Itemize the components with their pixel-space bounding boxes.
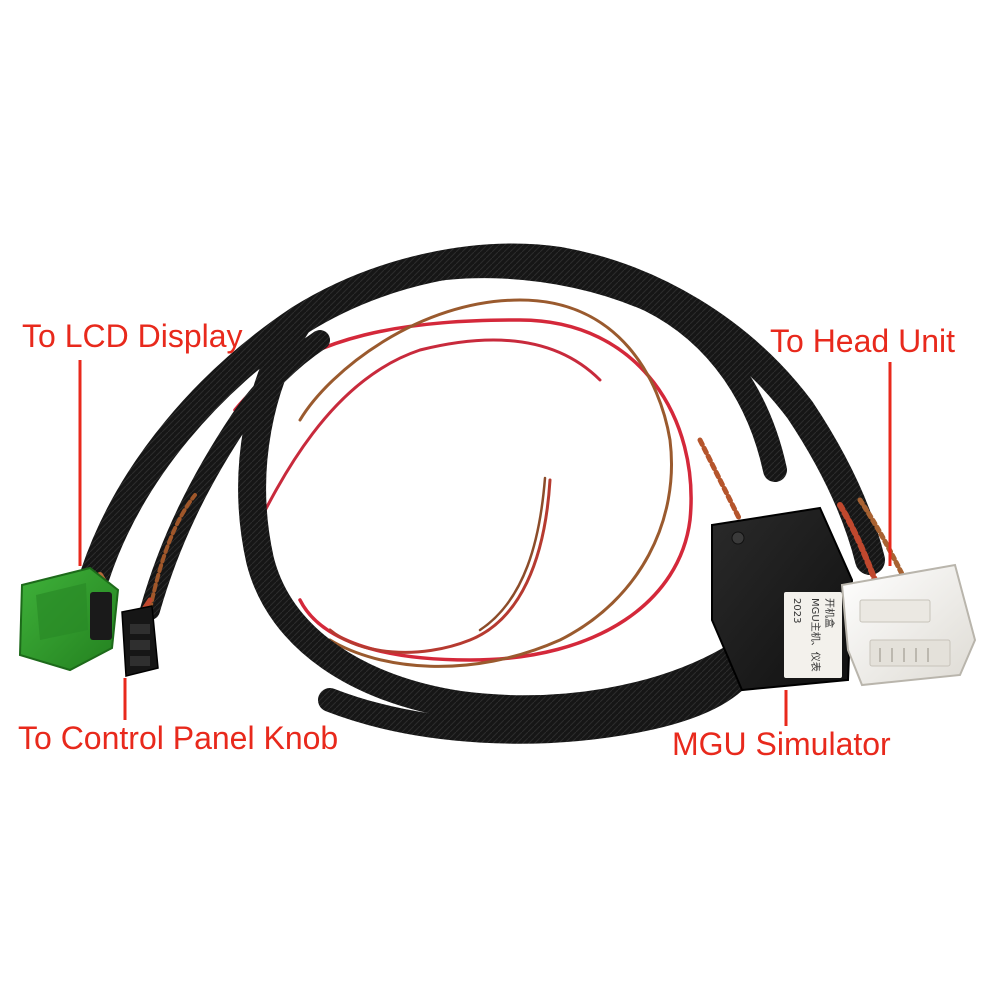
mgu-simulator-module: 开机盒 MGU主机、仪表 2023 xyxy=(711,506,854,692)
head-unit-connector xyxy=(840,563,977,687)
sticker-line-1: 开机盒 xyxy=(823,598,836,628)
sticker-line-2: MGU主机、仪表 xyxy=(809,598,822,672)
module-sticker: 开机盒 MGU主机、仪表 2023 xyxy=(784,592,842,678)
control-panel-knob-connector xyxy=(121,605,159,677)
label-mgu-simulator: MGU Simulator xyxy=(672,726,891,762)
braided-cable-loop xyxy=(80,243,885,744)
brown-wire xyxy=(298,298,673,668)
label-to-head-unit: To Head Unit xyxy=(770,323,955,359)
lcd-display-connector xyxy=(18,566,120,672)
label-to-lcd-display: To LCD Display xyxy=(22,318,243,354)
label-to-control-panel-knob: To Control Panel Knob xyxy=(18,720,339,756)
leader-lines xyxy=(78,360,892,726)
red-wire xyxy=(233,318,693,662)
knob-branch-cable xyxy=(140,330,330,620)
sticker-line-3: 2023 xyxy=(791,598,802,623)
